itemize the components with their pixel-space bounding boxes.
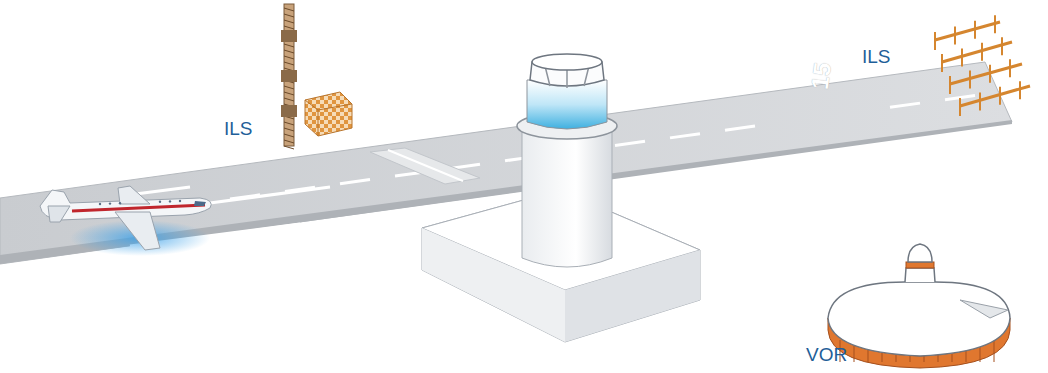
mast-rung: [284, 56, 294, 59]
centreline-dash: [615, 141, 645, 145]
antenna-element: [949, 76, 951, 94]
mast-rung: [284, 146, 294, 149]
ils-glideslope-antenna: [281, 4, 352, 149]
antenna-element: [989, 65, 991, 83]
mast-rung: [284, 8, 294, 11]
mast-rung: [284, 44, 294, 47]
mast-rung: [284, 140, 294, 143]
antenna-element: [961, 48, 963, 66]
mast-rung: [284, 14, 294, 17]
centreline-dash: [890, 103, 920, 107]
antenna-element: [1001, 37, 1003, 55]
antenna-element: [981, 43, 983, 61]
mast-rung: [284, 98, 294, 101]
taxiway: [370, 148, 480, 184]
mast-rung: [284, 92, 294, 95]
antenna-element: [941, 54, 943, 72]
antenna-element: [974, 21, 976, 39]
ils-localizer-array: [935, 15, 1030, 116]
centreline-dash: [725, 126, 755, 130]
mast-rung: [284, 128, 294, 131]
mast-rung: [284, 86, 294, 89]
mast-rung: [284, 50, 294, 53]
airplane: [40, 186, 211, 256]
base-stripe: [994, 340, 995, 362]
mast-rung: [284, 62, 294, 65]
antenna-element: [959, 98, 961, 116]
runway-number: 15: [806, 61, 837, 91]
antenna-element: [1019, 81, 1021, 99]
antenna-element: [1009, 59, 1011, 77]
antenna-element: [934, 32, 936, 50]
antenna-element: [994, 15, 996, 33]
mast-rung: [284, 20, 294, 23]
mast-rung: [284, 26, 294, 29]
vor-label: VOR: [806, 344, 847, 366]
control-tower: [422, 54, 700, 342]
mast-rung: [284, 122, 294, 125]
vor-station: [828, 244, 1010, 368]
antenna-element: [954, 26, 956, 44]
ils-label: ILS: [862, 46, 891, 68]
ils-label: ILS: [224, 118, 253, 140]
mast-rung: [284, 134, 294, 137]
antenna-element: [979, 92, 981, 110]
antenna-element: [969, 70, 971, 88]
centreline-dash: [670, 134, 700, 138]
antenna-element: [999, 87, 1001, 105]
centreline-dash: [340, 180, 370, 184]
